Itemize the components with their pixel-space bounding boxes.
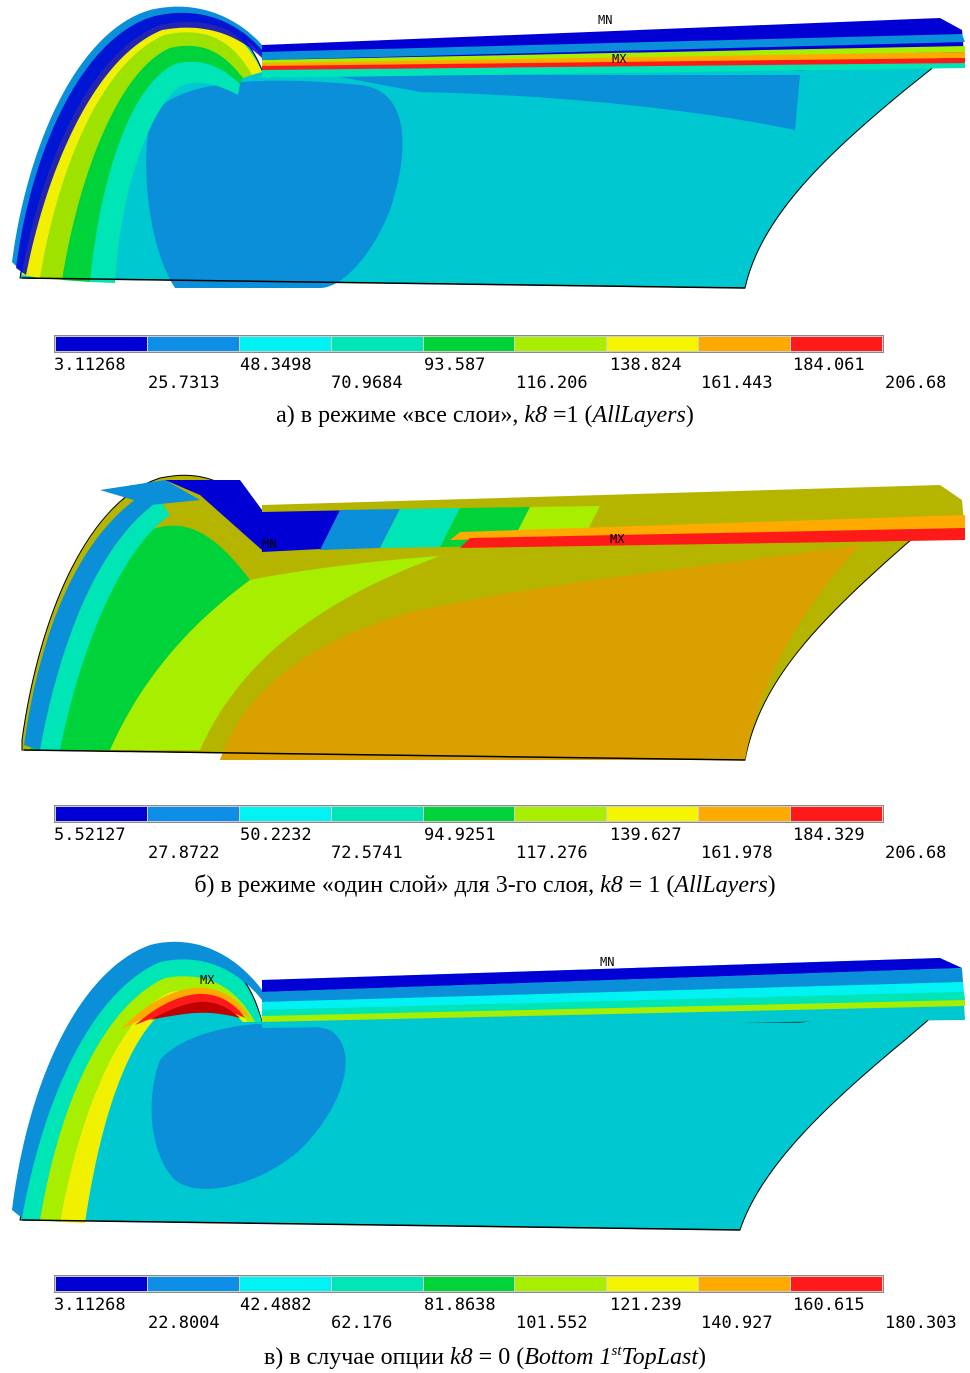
legend-swatch [515,807,608,821]
legend-swatch [147,337,240,351]
legend-tick: 3.11268 [54,1295,126,1315]
legend-swatch [607,807,700,821]
legend-swatch [423,1277,516,1291]
legend-tick: 25.7313 [148,373,220,393]
legend-swatch [607,1277,700,1291]
legend-swatch [791,1277,883,1291]
caption-c: в) в случае опции k8 = 0 (Bottom 1stTopL… [263,1343,707,1370]
legend-tick: 42.4882 [240,1295,312,1315]
legend-swatch [515,1277,608,1291]
legend-swatch [423,807,516,821]
min-marker-a: MN [598,13,612,27]
legend-swatch [699,1277,792,1291]
legend-tick: 138.824 [610,355,682,375]
legend-tick: 161.978 [701,843,773,863]
legend-tick: 160.615 [793,1295,865,1315]
legend-tick: 72.5741 [331,843,403,863]
legend-tick: 5.52127 [54,825,126,845]
color-legend-b [54,805,884,823]
legend-swatch [791,337,883,351]
legend-tick: 101.552 [516,1313,588,1333]
legend-swatch [331,1277,424,1291]
caption-b: б) в режиме «один слой» для 3-го слоя, k… [194,872,776,898]
legend-tick: 70.9684 [331,373,403,393]
max-marker-b: MX [610,532,625,546]
legend-swatch [56,337,148,351]
legend-swatch [515,337,608,351]
legend-swatch [331,807,424,821]
legend-swatch [791,807,883,821]
legend-tick: 184.061 [793,355,865,375]
legend-swatch [239,337,332,351]
legend-tick: 81.8638 [424,1295,496,1315]
legend-tick: 48.3498 [240,355,312,375]
legend-tick: 121.239 [610,1295,682,1315]
legend-swatch [423,337,516,351]
legend-swatch [56,1277,148,1291]
color-legend-a [54,335,884,353]
contour-plot-b: MN MX [21,474,965,761]
legend-swatch [699,807,792,821]
legend-swatch [147,1277,240,1291]
legend-tick: 184.329 [793,825,865,845]
legend-tick: 117.276 [516,843,588,863]
legend-tick: 93.587 [424,355,486,375]
max-marker-a: MX [612,52,627,66]
legend-swatch [699,337,792,351]
panel-b: MN MX 5.52127 50.2232 94.9251 139.627 18… [0,460,970,920]
legend-tick: 206.68 [885,843,947,863]
min-marker-b: MN [262,537,276,551]
legend-tick: 22.8004 [148,1313,220,1333]
panel-a: MN MX 3.11268 48.3498 93.587 138.824 184… [0,0,970,450]
legend-tick: 161.443 [701,373,773,393]
legend-tick: 94.9251 [424,825,496,845]
max-marker-c: MX [200,973,215,987]
legend-tick: 62.176 [331,1313,393,1333]
legend-tick: 206.68 [885,373,947,393]
color-legend-c [54,1275,884,1293]
legend-swatch [239,807,332,821]
panel-c: MN MX 3.11268 42.4882 81.8638 121.239 16… [0,930,970,1373]
legend-tick: 139.627 [610,825,682,845]
contour-plot-a: MN MX [12,6,965,289]
legend-swatch [56,807,148,821]
caption-a: а) в режиме «все слои», k8 =1 (AllLayers… [276,402,694,428]
legend-tick: 140.927 [701,1313,773,1333]
legend-tick: 116.206 [516,373,588,393]
legend-tick: 27.8722 [148,843,220,863]
legend-swatch [239,1277,332,1291]
legend-tick: 180.303 [885,1313,957,1333]
min-marker-c: MN [600,955,614,969]
legend-swatch [331,337,424,351]
legend-tick: 3.11268 [54,355,126,375]
legend-swatch [147,807,240,821]
legend-swatch [607,337,700,351]
contour-plot-c: MN MX [12,941,965,1231]
legend-tick: 50.2232 [240,825,312,845]
